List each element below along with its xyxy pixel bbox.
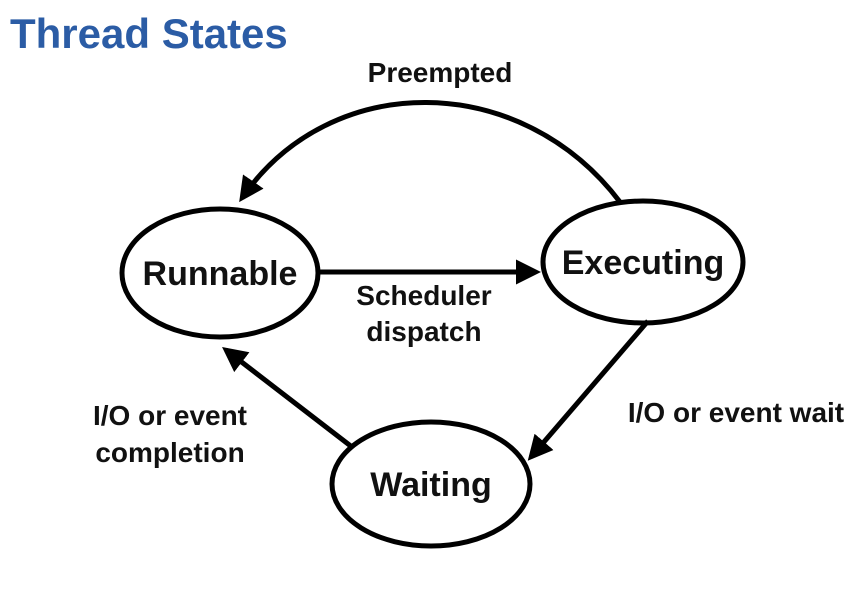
transition-label-io-wait: I/O or event wait xyxy=(628,397,844,428)
transition-label-scheduler-line1: Scheduler xyxy=(356,280,491,311)
state-ellipse-waiting xyxy=(329,419,533,549)
page-title: Thread States xyxy=(10,10,288,57)
state-ellipse-runnable xyxy=(119,206,321,340)
transition-label-io-completion-line1: I/O or event xyxy=(93,400,247,431)
transition-arrow-io-event-wait xyxy=(527,319,650,461)
transition-arrow-io-event-completion xyxy=(222,346,354,449)
transition-label-preempted: Preempted xyxy=(368,57,513,88)
state-label-runnable: Runnable xyxy=(143,255,298,293)
state-label-executing: Executing xyxy=(562,244,724,282)
state-label-waiting: Waiting xyxy=(370,466,492,504)
transition-label-io-completion-line2: completion xyxy=(95,437,244,468)
transition-arrow-preempted xyxy=(239,100,622,204)
transition-label-scheduler-line2: dispatch xyxy=(366,316,481,347)
